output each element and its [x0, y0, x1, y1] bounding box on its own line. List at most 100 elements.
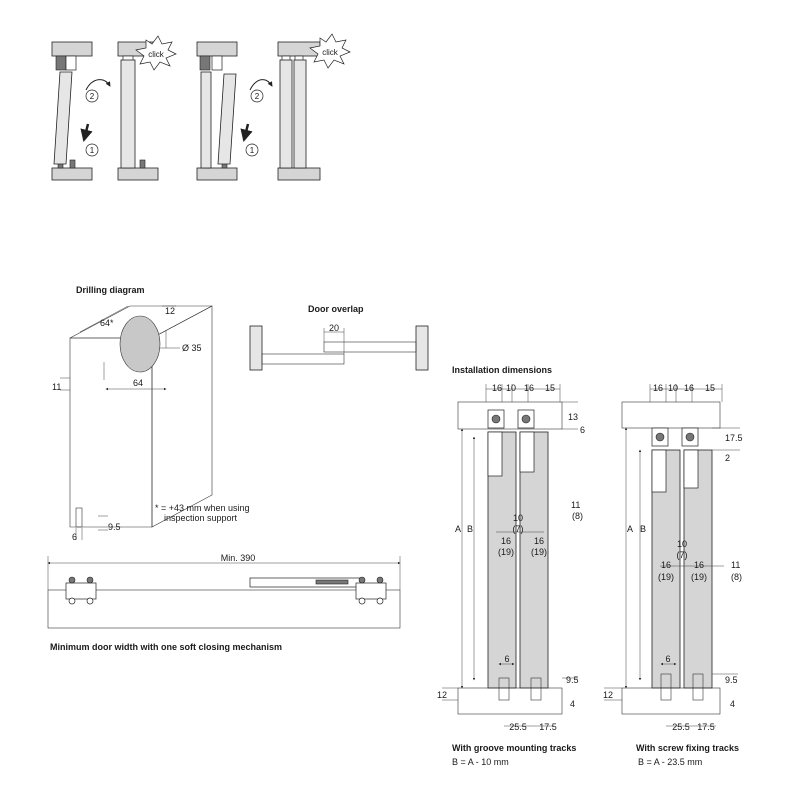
- down-arrow-icon: [240, 123, 253, 143]
- door-engaged: [293, 59, 307, 169]
- top-track: [457, 401, 563, 430]
- groove-caption: With groove mounting tracks: [452, 743, 576, 753]
- soft-close-diagram: Min. 390 Minimum door width with one sof…: [47, 553, 401, 652]
- installation-dimensions-screw: 16 10 16 15 A B 17.5 2 10 (7) 16 (19) 16…: [603, 383, 743, 767]
- step-panel-3: 2 1: [196, 41, 273, 181]
- svg-text:B: B: [640, 524, 646, 534]
- svg-text:4: 4: [570, 699, 575, 709]
- down-arrow-icon: [80, 123, 93, 143]
- installation-steps: 2 1 click 2: [51, 33, 351, 181]
- svg-text:(19): (19): [658, 572, 674, 582]
- svg-text:17.5: 17.5: [725, 433, 743, 443]
- bottom-track: [457, 687, 563, 715]
- step-panel-4: click: [277, 33, 351, 181]
- svg-text:inspection support: inspection support: [164, 513, 238, 523]
- svg-text:click: click: [322, 48, 339, 57]
- svg-text:13: 13: [568, 412, 578, 422]
- svg-text:2: 2: [725, 453, 730, 463]
- overlap-title: Door overlap: [308, 304, 364, 314]
- soft-close-caption: Minimum door width with one soft closing…: [50, 642, 282, 652]
- svg-text:17.5: 17.5: [697, 722, 715, 732]
- door-right: [323, 341, 417, 353]
- svg-text:(8): (8): [731, 572, 742, 582]
- step-2-badge: [85, 89, 99, 103]
- click-burst-icon: [135, 35, 177, 71]
- svg-text:16: 16: [661, 560, 671, 570]
- svg-text:A: A: [455, 524, 461, 534]
- step-panel-1: 2 1: [51, 41, 111, 181]
- groove-formula: B = A - 10 mm: [452, 757, 509, 767]
- door-engaged: [120, 59, 136, 169]
- svg-text:(7): (7): [513, 524, 524, 534]
- svg-text:17.5: 17.5: [539, 722, 557, 732]
- svg-text:10: 10: [668, 383, 678, 393]
- click-burst-icon: [309, 33, 351, 69]
- svg-text:11: 11: [571, 500, 580, 510]
- svg-text:6: 6: [665, 654, 670, 664]
- svg-text:click: click: [148, 50, 165, 59]
- svg-text:1: 1: [250, 146, 255, 155]
- drilling-title: Drilling diagram: [76, 285, 145, 295]
- step-1-badge: [245, 143, 259, 157]
- svg-text:A: A: [627, 524, 633, 534]
- step-panel-2: click: [117, 35, 177, 181]
- step-1-badge: [85, 143, 99, 157]
- svg-text:64*: 64*: [100, 318, 114, 328]
- svg-text:11: 11: [52, 382, 61, 392]
- svg-text:12: 12: [437, 690, 447, 700]
- curved-arrow-icon: [249, 79, 273, 91]
- svg-text:16: 16: [501, 536, 511, 546]
- top-track: [621, 401, 721, 429]
- svg-text:25.5: 25.5: [509, 722, 527, 732]
- svg-text:6: 6: [580, 425, 585, 435]
- svg-text:B: B: [467, 524, 473, 534]
- curved-arrow-icon: [85, 79, 111, 91]
- svg-text:1: 1: [90, 146, 95, 155]
- door-panel: [47, 589, 401, 629]
- svg-text:2: 2: [90, 92, 95, 101]
- cup-hole: [119, 315, 161, 373]
- svg-text:(19): (19): [531, 547, 547, 557]
- installation-dimensions-groove: Installation dimensions 16 10 16 15 A B: [437, 365, 585, 767]
- svg-text:16: 16: [534, 536, 544, 546]
- step-2-badge: [250, 89, 264, 103]
- svg-text:15: 15: [545, 383, 555, 393]
- tilting-door: [53, 71, 73, 165]
- svg-text:2: 2: [255, 92, 260, 101]
- svg-text:16: 16: [653, 383, 663, 393]
- svg-text:(19): (19): [691, 572, 707, 582]
- svg-text:(8): (8): [572, 511, 583, 521]
- svg-text:Ø 35: Ø 35: [182, 343, 202, 353]
- door-left: [261, 353, 345, 365]
- svg-text:(7): (7): [677, 550, 688, 560]
- svg-text:16: 16: [694, 560, 704, 570]
- svg-text:9.5: 9.5: [566, 675, 579, 685]
- svg-text:4: 4: [730, 699, 735, 709]
- roller-carriage-left: [65, 576, 97, 605]
- svg-text:6: 6: [72, 532, 77, 542]
- svg-text:15: 15: [705, 383, 715, 393]
- svg-text:(19): (19): [498, 547, 514, 557]
- svg-text:9.5: 9.5: [108, 522, 121, 532]
- svg-text:12: 12: [165, 306, 175, 316]
- svg-text:10: 10: [506, 383, 516, 393]
- svg-text:16: 16: [524, 383, 534, 393]
- door-front: [683, 449, 713, 689]
- svg-text:11: 11: [731, 560, 740, 570]
- svg-text:20: 20: [329, 323, 339, 333]
- door-front: [519, 431, 549, 689]
- svg-text:10: 10: [677, 539, 687, 549]
- screw-formula: B = A - 23.5 mm: [638, 757, 702, 767]
- screw-caption: With screw fixing tracks: [636, 743, 739, 753]
- drilling-diagram: Drilling diagram 64* 12 Ø 35 64 11 6 9.5…: [52, 285, 250, 542]
- svg-text:6: 6: [504, 654, 509, 664]
- svg-text:16: 16: [684, 383, 694, 393]
- svg-text:Min. 390: Min. 390: [221, 553, 256, 563]
- svg-text:64: 64: [133, 378, 143, 388]
- svg-text:12: 12: [603, 690, 613, 700]
- svg-text:* = +43 mm when using: * = +43 mm when using: [155, 503, 250, 513]
- svg-text:25.5: 25.5: [672, 722, 690, 732]
- installation-title: Installation dimensions: [452, 365, 552, 375]
- roller-carriage-right: [355, 576, 387, 605]
